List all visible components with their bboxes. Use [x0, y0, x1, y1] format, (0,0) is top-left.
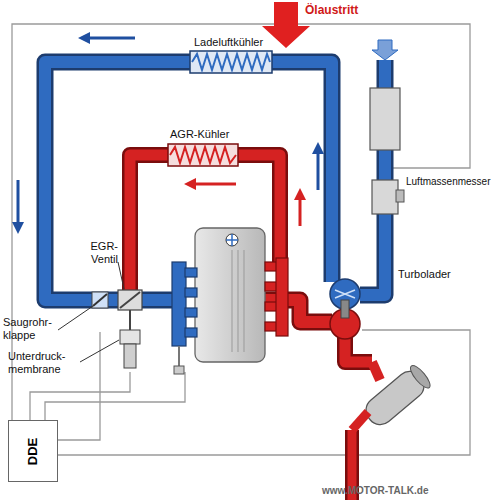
part-label: EGR- Ventil — [80, 240, 118, 266]
part-label: Ladeluftkühler — [194, 36, 274, 49]
part-label: AGR-Kühler — [170, 128, 240, 141]
part-label: Saugrohr- klappe — [3, 316, 59, 342]
control-unit-box: DDE — [8, 420, 58, 482]
part-label: Luftmassenmesser — [406, 176, 492, 188]
part-label: Unterdruck- membrane — [8, 350, 80, 376]
part-label: Turbolader — [398, 268, 468, 281]
part-label: Ölaustritt — [305, 3, 385, 17]
unit-label: DDE — [25, 437, 40, 464]
watermark: www.MOTOR-TALK.de — [322, 485, 492, 497]
